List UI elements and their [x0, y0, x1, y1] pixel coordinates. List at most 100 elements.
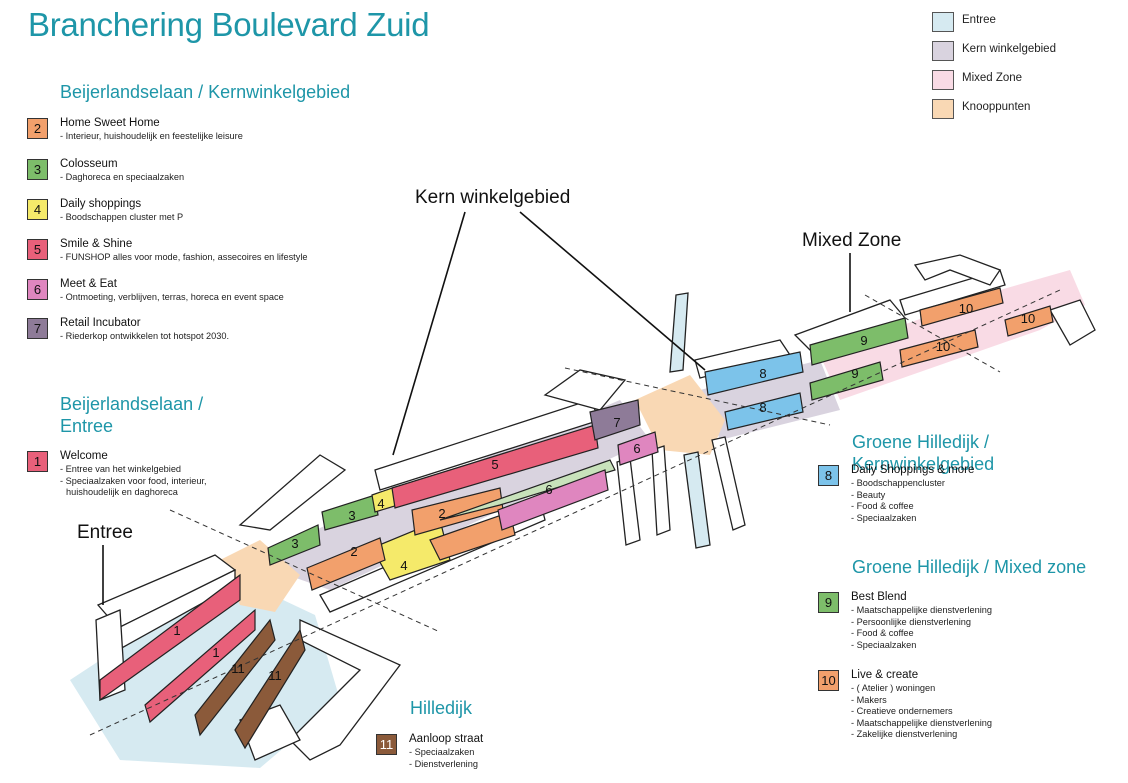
legend-kern: Kern winkelgebied	[932, 41, 1122, 63]
item-swatch: 1	[27, 451, 48, 472]
item-name: Live & create	[851, 669, 919, 681]
map-label-3b: 3	[348, 508, 355, 523]
building-outline	[289, 618, 402, 761]
axis-line	[564, 367, 831, 426]
block-1a	[99, 573, 241, 702]
block-2a	[306, 537, 386, 591]
block-6b	[617, 431, 659, 466]
block-2c	[429, 511, 516, 561]
block-green-strip	[439, 459, 616, 521]
axis-line	[89, 289, 1061, 736]
zone-mixed	[820, 270, 1085, 400]
legend-swatch	[932, 41, 954, 61]
section-beijerland-kern: Beijerlandselaan / Kernwinkelgebied	[60, 82, 351, 102]
map-label-4a: 4	[377, 496, 384, 511]
callout-kern: Kern winkelgebied	[415, 187, 571, 208]
building-outline	[543, 369, 627, 411]
block-9b	[809, 361, 884, 401]
section-groene-mixed: Groene Hilledijk / Mixed zone	[852, 557, 1087, 577]
leader-kern-2	[519, 211, 706, 371]
item-name: Welcome	[60, 450, 108, 462]
item-swatch: 5	[27, 239, 48, 260]
legend-mixed: Mixed Zone	[932, 70, 1122, 92]
section-hilledijk: Hilledijk	[410, 698, 473, 718]
legend-label: Mixed Zone	[962, 72, 1023, 84]
block-10b	[899, 329, 979, 368]
item-swatch: 11	[376, 734, 397, 755]
item-name: Colosseum	[60, 158, 118, 170]
item-desc: - Daghoreca en speciaalzaken	[60, 172, 185, 182]
item-desc: - Riederkop ontwikkelen tot hotspot 2030…	[60, 331, 230, 341]
item-swatch: 10	[818, 670, 839, 691]
item-desc: - Ontmoeting, verblijven, terras, horeca…	[60, 292, 284, 302]
item-desc: - Boodschappencluster - Beauty - Food & …	[851, 478, 945, 523]
map-label-11a: 11	[231, 661, 245, 676]
item-name: Meet & Eat	[60, 278, 117, 290]
item-swatch: 9	[818, 592, 839, 613]
block-10a	[919, 287, 1004, 327]
block-9a	[809, 317, 909, 366]
block-3b	[321, 494, 379, 531]
map-label-2b: 2	[438, 506, 445, 521]
item-name: Home Sweet Home	[60, 117, 160, 129]
block-5	[391, 424, 599, 509]
leader-kern-1	[392, 211, 466, 456]
map-label-1a: 1	[173, 623, 180, 638]
map-label-5: 5	[491, 457, 498, 472]
item-desc: - ( Atelier ) woningen - Makers - Creati…	[851, 683, 992, 740]
map-label-6b: 6	[633, 441, 640, 456]
legend-label: Knooppunten	[962, 101, 1031, 113]
item-desc: - Entree van het winkelgebied - Speciaal…	[60, 464, 207, 498]
item-swatch: 8	[818, 465, 839, 486]
block-11b	[234, 628, 306, 750]
building-outline	[913, 254, 1001, 286]
kanaal-north	[669, 292, 689, 373]
item-desc: - FUNSHOP alles voor mode, fashion, asse…	[60, 252, 308, 262]
legend-swatch	[932, 12, 954, 32]
block-6a	[497, 469, 609, 531]
item-desc: - Speciaalzaken - Dienstverlening	[409, 747, 478, 769]
block-10c	[1004, 305, 1054, 337]
kanaal-south	[683, 451, 711, 549]
zone-knoop-mid	[635, 375, 725, 455]
building-outline	[651, 445, 671, 536]
axis-line	[169, 509, 441, 633]
legend-swatch	[932, 70, 954, 90]
legend-label: Entree	[962, 14, 996, 26]
map-label-4b: 4	[400, 558, 407, 573]
map-label-8b: 8	[759, 400, 766, 415]
map-label-1b: 1	[212, 645, 219, 660]
item-swatch: 3	[27, 159, 48, 180]
item-name: Daily shoppings	[60, 198, 142, 210]
block-7	[589, 399, 641, 441]
map-label-10c: 10	[1021, 311, 1035, 326]
map-label-10b: 10	[936, 339, 950, 354]
map-label-2a: 2	[350, 544, 357, 559]
item-name: Daily Shoppings & more	[851, 464, 975, 476]
block-3a	[267, 524, 321, 566]
map-label-9b: 9	[851, 366, 858, 381]
legend-swatch	[932, 99, 954, 119]
building-outline	[711, 436, 746, 531]
item-name: Retail Incubator	[60, 317, 141, 329]
map-label-11b: 11	[268, 668, 282, 683]
legend-entree: Entree	[932, 12, 1122, 34]
section-groene-kern: Groene Hilledijk / Kernwinkelgebied	[852, 432, 995, 474]
item-desc: - Boodschappen cluster met P	[60, 212, 184, 222]
legend-knooppunten: Knooppunten	[932, 99, 1122, 121]
item-swatch: 4	[27, 199, 48, 220]
map-label-8a: 8	[759, 366, 766, 381]
axis-line	[864, 294, 1001, 373]
block-1b	[144, 608, 256, 724]
map-label-3a: 3	[291, 536, 298, 551]
page-title: Branchering Boulevard Zuid	[28, 6, 430, 43]
item-name: Aanloop straat	[409, 733, 484, 745]
item-swatch: 6	[27, 279, 48, 300]
item-name: Best Blend	[851, 591, 907, 603]
section-line: Beijerlandselaan /	[60, 394, 204, 414]
item-name: Smile & Shine	[60, 238, 133, 250]
building-outline	[616, 457, 641, 546]
item-desc: - Interieur, huishoudelijk en feestelijk…	[60, 131, 243, 141]
block-8b	[724, 392, 804, 431]
